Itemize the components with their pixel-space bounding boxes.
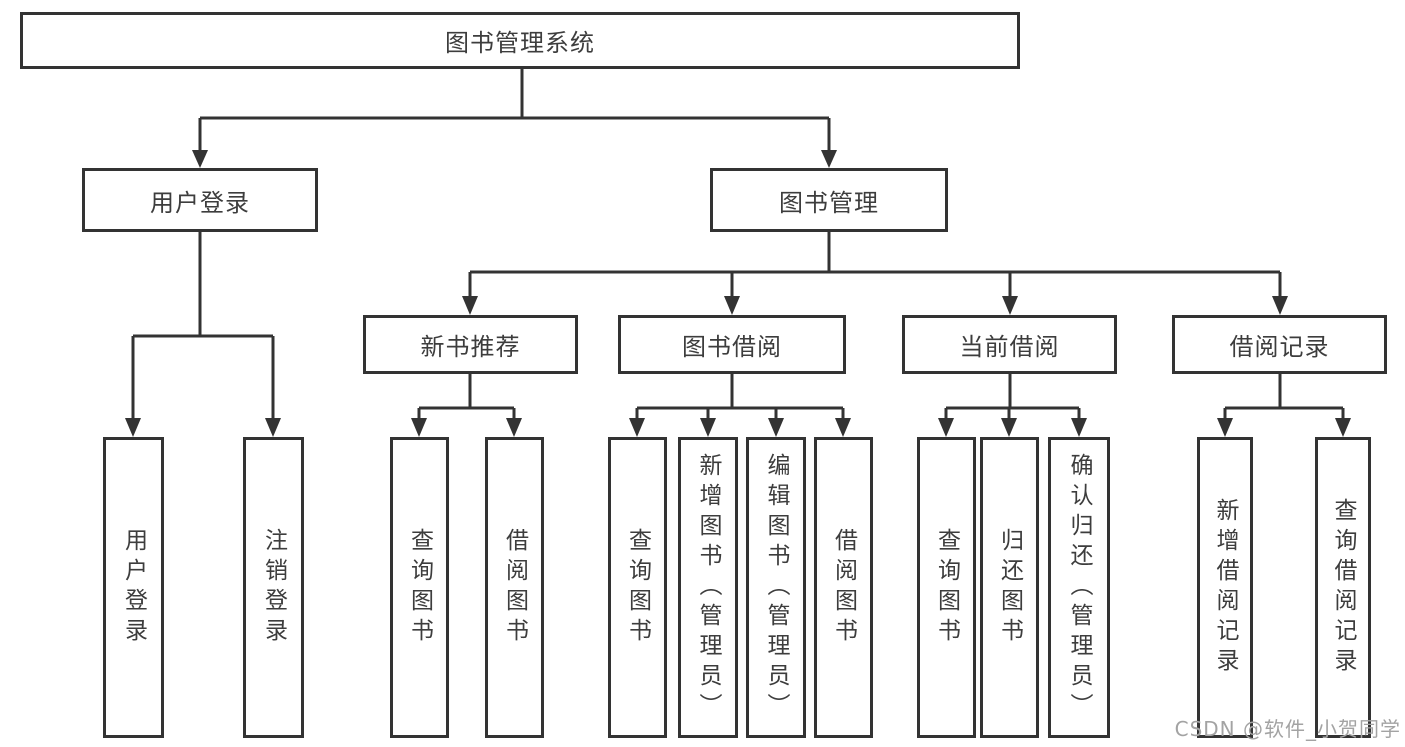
node-label: 借阅记录 xyxy=(1229,333,1330,361)
node-label: 图书管理系统 xyxy=(445,29,595,57)
node-label: 新书推荐 xyxy=(420,333,521,361)
leaf-label: 归还图书 xyxy=(996,527,1023,648)
connector-current-borrow-children xyxy=(938,374,1087,437)
leaf-edit-books-admin: 编辑图书（管理员） xyxy=(746,437,806,738)
leaf-add-borrow-record: 新增借阅记录 xyxy=(1197,437,1253,738)
csdn-watermark: CSDN @软件_小贺同学 xyxy=(1174,717,1401,741)
leaf-query-books: 查询图书 xyxy=(390,437,449,738)
leaf-logout: 注销登录 xyxy=(243,437,304,738)
leaf-label: 查询图书 xyxy=(933,527,960,648)
node-new-book-recommend: 新书推荐 xyxy=(363,315,578,374)
leaf-label: 查询借阅记录 xyxy=(1330,497,1356,678)
node-library-management-system: 图书管理系统 xyxy=(20,12,1020,69)
leaf-query-borrow-record: 查询借阅记录 xyxy=(1315,437,1371,738)
leaf-borrow-books: 借阅图书 xyxy=(485,437,544,738)
connector-user-login-children xyxy=(125,232,281,437)
node-label: 用户登录 xyxy=(150,188,250,217)
leaf-label: 编辑图书（管理员） xyxy=(763,452,789,723)
node-label: 图书管理 xyxy=(779,188,879,217)
connector-new-book-children xyxy=(411,374,522,437)
leaf-borrow-books: 借阅图书 xyxy=(814,437,873,738)
connector-book-mgmt-children xyxy=(462,232,1288,315)
node-user-login: 用户登录 xyxy=(82,168,318,232)
node-label: 当前借阅 xyxy=(959,333,1060,361)
node-book-management: 图书管理 xyxy=(710,168,948,232)
leaf-label: 用户登录 xyxy=(120,527,147,648)
node-book-borrowing: 图书借阅 xyxy=(618,315,846,374)
leaf-label: 借阅图书 xyxy=(501,527,528,648)
node-current-borrowing: 当前借阅 xyxy=(902,315,1117,374)
leaf-user-login: 用户登录 xyxy=(103,437,164,738)
node-borrowing-records: 借阅记录 xyxy=(1172,315,1387,374)
leaf-add-books-admin: 新增图书（管理员） xyxy=(678,437,738,738)
connector-book-borrow-children xyxy=(629,374,851,437)
leaf-return-books: 归还图书 xyxy=(980,437,1039,738)
leaf-confirm-return-admin: 确认归还（管理员） xyxy=(1048,437,1110,738)
leaf-query-books: 查询图书 xyxy=(608,437,667,738)
leaf-label: 查询图书 xyxy=(406,527,433,648)
connector-borrow-records-children xyxy=(1217,374,1351,437)
leaf-label: 注销登录 xyxy=(260,527,287,648)
leaf-query-books: 查询图书 xyxy=(917,437,976,738)
leaf-label: 查询图书 xyxy=(624,527,651,648)
leaf-label: 借阅图书 xyxy=(830,527,857,648)
connector-root-to-level2 xyxy=(192,69,837,168)
leaf-label: 确认归还（管理员） xyxy=(1066,452,1092,723)
node-label: 图书借阅 xyxy=(682,333,782,361)
leaf-label: 新增借阅记录 xyxy=(1212,497,1238,678)
leaf-label: 新增图书（管理员） xyxy=(695,452,721,723)
